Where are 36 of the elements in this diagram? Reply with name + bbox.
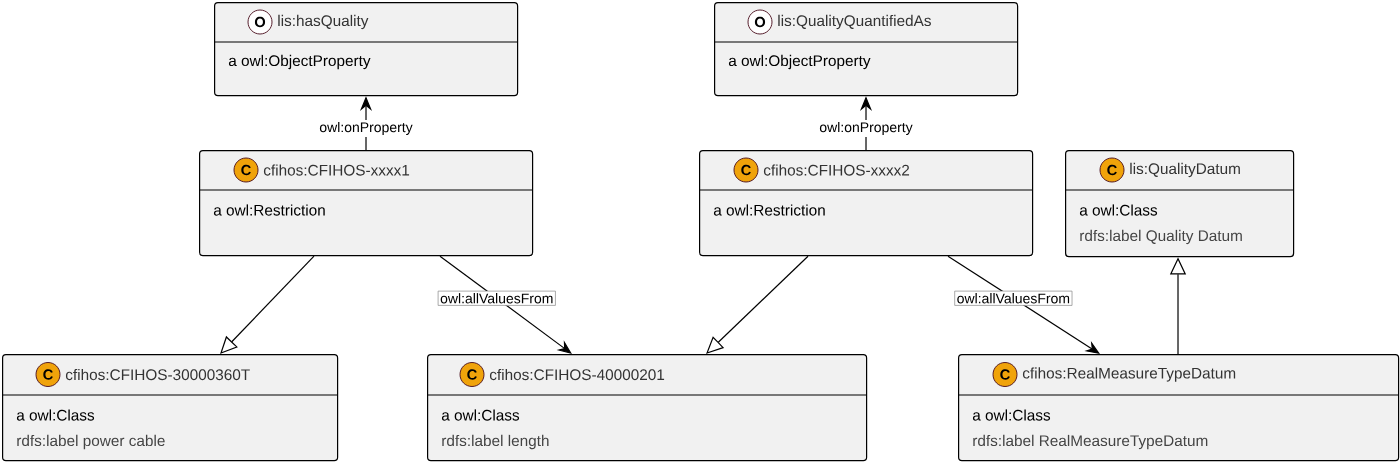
edge-label: owl:onProperty [317, 119, 415, 137]
class-box [213, 2, 519, 97]
property-text: a owl:Class [16, 409, 95, 421]
class-box [426, 354, 868, 462]
class-box [957, 354, 1400, 462]
property-text: rdfs:label Quality Datum [1080, 229, 1242, 245]
property-text: a owl:Class [972, 409, 1051, 421]
class-box [198, 150, 534, 257]
property-text: a owl:Class [441, 409, 520, 421]
class-box [698, 150, 1034, 257]
class-box [1, 354, 339, 462]
class-name: lis:QualityDatum [1130, 162, 1240, 178]
class-name: cfihos:CFIHOS-30000360T [65, 368, 250, 381]
edge-label: owl:allValuesFrom [437, 290, 556, 306]
class-box [1064, 150, 1295, 258]
class-name: lis:hasQuality [278, 14, 369, 30]
property-text: a owl:ObjectProperty [728, 54, 871, 70]
property-text: rdfs:label length [442, 434, 549, 450]
arrow [706, 255, 809, 354]
edge-label: owl:onProperty [817, 119, 915, 137]
class-name: lis:QualityQuantifiedAs [778, 14, 931, 30]
class-box [713, 2, 1019, 97]
class-name: cfihos:CFIHOS-xxxx1 [263, 164, 410, 176]
edge-label: owl:allValuesFrom [954, 290, 1073, 306]
property-text: a owl:Restriction [713, 204, 825, 216]
class-name: cfihos:CFIHOS-40000201 [489, 368, 665, 381]
class-name: cfihos:RealMeasureTypeDatum [1022, 367, 1236, 382]
property-text: a owl:Class [1079, 204, 1158, 216]
property-text: rdfs:label power cable [17, 434, 165, 450]
arrow [439, 255, 572, 354]
arrow [220, 255, 315, 354]
class-name: cfihos:CFIHOS-xxxx2 [763, 164, 910, 176]
property-text: a owl:Restriction [213, 204, 325, 216]
property-text: rdfs:label RealMeasureTypeDatum [973, 434, 1208, 450]
arrow [947, 255, 1100, 354]
property-text: a owl:ObjectProperty [228, 54, 371, 70]
